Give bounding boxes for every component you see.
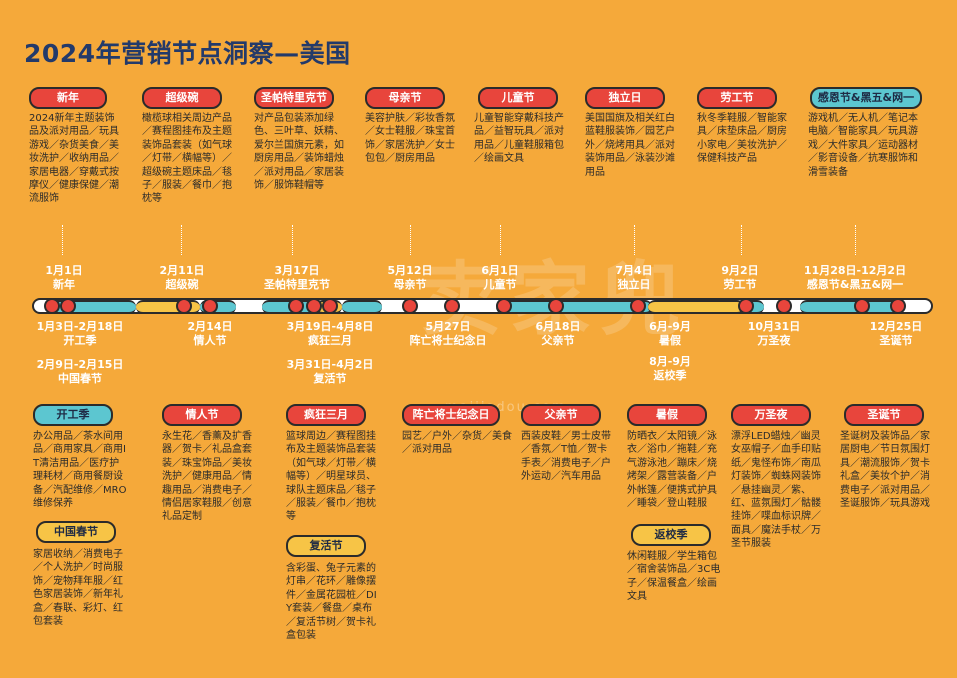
date-work-season: 1月3日-2月18日开工季 [36,320,124,347]
date-new-year: 1月1日新年 [45,264,83,291]
date-mothers-day: 5月12日母亲节 [387,264,433,291]
date-labor-day: 9月2日劳工节 [721,264,759,291]
desc-super-bowl: 橄榄球相关周边产品／赛程图挂布及主题装饰品套装（如气球／灯带／横幅等）／超级碗主… [142,113,232,205]
desc-halloween: 漂浮LED蜡烛／幽灵女巫帽子／血手印贴纸／鬼怪布饰／南瓜灯装饰／蜘蛛网装饰／悬挂… [731,431,821,550]
connector [634,225,635,255]
date-independence-day: 7月4日独立日 [615,264,653,291]
desc-fathers-day: 西装皮鞋／男士皮带／香氛／T恤／贺卡手表／消费电子／户外运动／汽车用品 [521,431,611,483]
desc-back-to-school: 休闲鞋服／学生箱包／宿舍装饰品／3C电子／保温餐盒／绘画文具 [627,551,721,603]
date-fathers-day: 6月18日父亲节 [535,320,581,347]
desc-new-year: 2024新年主题装饰品及派对用品／玩具游戏／杂货美食／美妆洗护／收纳用品／家居电… [29,113,119,205]
desc-labor-day: 秋冬季鞋服／智能家具／床垫床品／厨房小家电／美妆洗护／保健科技产品 [697,113,787,165]
date-thanksgiving: 11月28日-12月2日感恩节&黑五&网一 [803,264,907,291]
tag-summer: 暑假 [627,404,707,426]
timeline-dot [738,298,754,314]
date-easter: 3月31日-4月2日复活节 [286,358,374,385]
date-super-bowl: 2月11日超级碗 [159,264,205,291]
timeline-dot [496,298,512,314]
tag-easter: 复活节 [286,535,366,557]
segment-march-madness [342,300,382,314]
tag-work-season: 开工季 [33,404,113,426]
desc-christmas: 圣诞树及装饰品／家居厨电／节日氛围灯具／潮流服饰／贺卡礼盒／美妆个护／消费电子／… [840,431,930,510]
date-valentines: 2月14日情人节 [187,320,233,347]
tag-independence-day: 独立日 [585,87,665,109]
connector [410,225,411,255]
connector [855,225,856,255]
tag-childrens-day: 儿童节 [478,87,558,109]
segment-back-to-school [648,300,744,314]
timeline-dot [322,298,338,314]
desc-summer: 防晒衣／太阳镜／泳衣／浴巾／拖鞋／充气游泳池／蹦床／烧烤架／露营装备／户外帐篷／… [627,431,717,510]
tag-spring-festival: 中国春节 [36,521,116,543]
tag-labor-day: 劳工节 [697,87,777,109]
tag-halloween: 万圣夜 [731,404,811,426]
desc-childrens-day: 儿童智能穿戴科技产品／益智玩具／派对用品／儿童鞋服箱包／绘画文具 [474,113,564,165]
timeline-dot [630,298,646,314]
desc-mothers-day: 美容护肤／彩妆香氛／女士鞋服／珠宝首饰／家居洗护／女士包包／厨房用品 [365,113,455,165]
date-halloween: 10月31日万圣夜 [747,320,801,347]
segment-summer [496,300,652,314]
timeline-dot [548,298,564,314]
tag-valentines: 情人节 [162,404,242,426]
date-memorial-day: 5月27日阵亡将士纪念日 [409,320,487,347]
desc-thanksgiving: 游戏机／无人机／笔记本电脑／智能家具／玩具游戏／大件家具／运动器材／影音设备／抗… [808,113,918,178]
desc-march-madness: 篮球周边／赛程图挂布及主题装饰品套装（如气球／灯带／横幅等）／明星球员、球队主题… [286,431,376,523]
connector [292,225,293,255]
connector [741,225,742,255]
timeline-dot [60,298,76,314]
date-christmas: 12月25日圣诞节 [869,320,923,347]
tag-super-bowl: 超级碗 [142,87,222,109]
date-summer: 6月-9月暑假 [649,320,691,347]
desc-spring-festival: 家居收纳／消费电子／个人洗护／时尚服饰／宠物拜年服／红色家居装饰／新年礼盒／春联… [33,549,123,628]
timeline-dot [202,298,218,314]
tag-thanksgiving: 感恩节&黑五&网一 [810,87,922,109]
connector [500,225,501,255]
timeline-dot [776,298,792,314]
timeline-dot [176,298,192,314]
desc-easter: 含彩蛋、兔子元素的灯串／花环／雕像摆件／金属花园桩／DIY套装／餐盘／桌布／复活… [286,563,377,642]
desc-st-patricks: 对产品包装添加绿色、三叶草、妖精、爱尔兰国旗元素，如厨房用品／装饰蜡烛／派对用品… [254,113,344,192]
date-childrens-day: 6月1日儿童节 [481,264,519,291]
tag-back-to-school: 返校季 [631,524,711,546]
timeline-dot [288,298,304,314]
tag-fathers-day: 父亲节 [521,404,601,426]
date-back-to-school: 8月-9月返校季 [649,355,691,382]
timeline-dot [854,298,870,314]
tag-new-year: 新年 [29,87,107,109]
date-march-madness: 3月19日-4月8日疯狂三月 [286,320,374,347]
desc-independence-day: 美国国旗及相关红白蓝鞋服装饰／园艺户外／烧烤用具／派对装饰用品／泳装沙滩用品 [585,113,675,178]
connector [181,225,182,255]
desc-valentines: 永生花／香薰及扩香器／贺卡／礼品盒套装／珠宝饰品／美妆洗护／健康用品／情趣用品／… [162,431,252,523]
segment-holiday [800,300,902,314]
desc-memorial-day: 园艺／户外／杂货／美食／派对用品 [402,431,512,456]
tag-christmas: 圣诞节 [844,404,924,426]
tag-st-patricks: 圣帕特里克节 [254,87,334,109]
timeline-dot [402,298,418,314]
connector [62,225,63,255]
timeline-dot [44,298,60,314]
timeline-dot [444,298,460,314]
timeline-dot [890,298,906,314]
tag-march-madness: 疯狂三月 [286,404,366,426]
tag-memorial-day: 阵亡将士纪念日 [402,404,500,426]
date-st-patricks: 3月17日圣帕特里克节 [264,264,330,291]
timeline-dot [306,298,322,314]
tag-mothers-day: 母亲节 [365,87,445,109]
date-spring-festival: 2月9日-2月15日中国春节 [36,358,124,385]
desc-work-season: 办公用品／茶水间用品／商用家具／商用IT清洁用品／医疗护理耗材／商用餐厨设备／汽… [33,431,127,510]
page-title: 2024年营销节点洞察—美国 [24,39,351,68]
